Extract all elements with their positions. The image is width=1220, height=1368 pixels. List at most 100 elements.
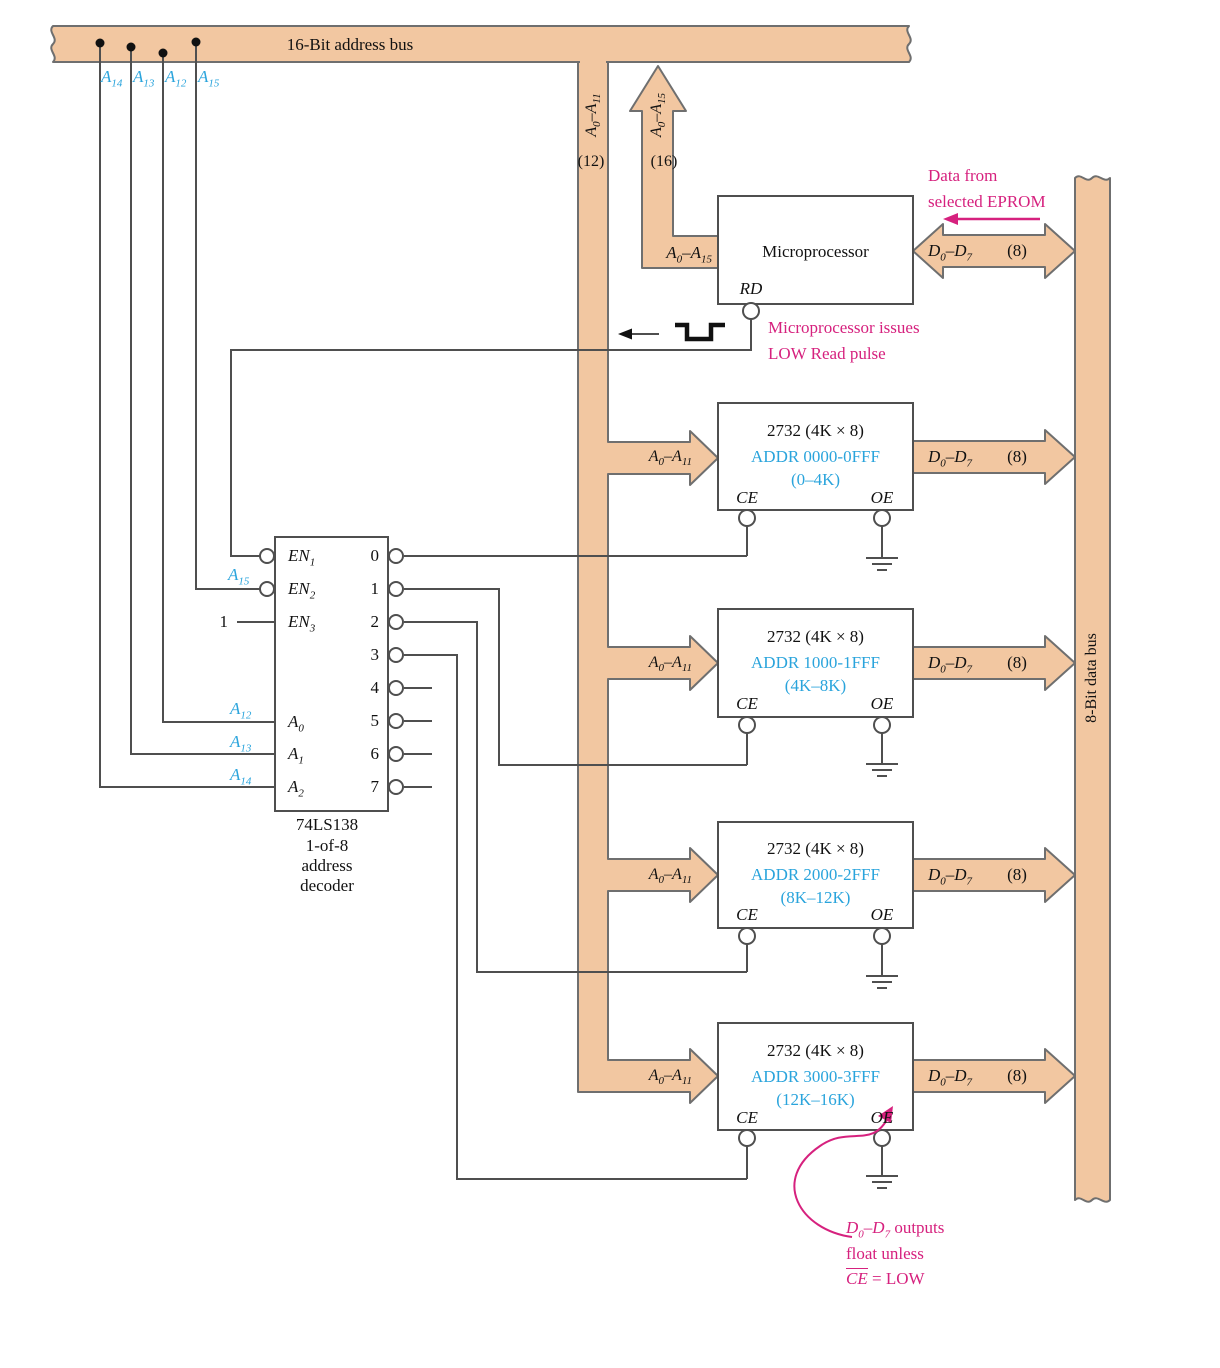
en2-bubble xyxy=(259,581,275,597)
data-bus-8bit xyxy=(1074,175,1111,1203)
eprom4-box xyxy=(717,1022,914,1131)
tap-dot-a14 xyxy=(95,38,105,48)
ce2-pin-bubble xyxy=(738,716,756,734)
out0-bubble xyxy=(388,548,404,564)
eprom4-addr: ADDR 3000-3FFF xyxy=(751,1067,880,1086)
eprom1-range: (0–4K) xyxy=(790,470,841,489)
out1-bubble xyxy=(388,581,404,597)
decoder-out1-label: 1 xyxy=(370,579,380,598)
ce4-pin-bubble xyxy=(738,1129,756,1147)
eprom1-oe-label: OE xyxy=(870,488,894,507)
read-pulse-note-line2: LOW Read pulse xyxy=(768,344,886,363)
ce3-pin-bubble xyxy=(738,927,756,945)
tap-label-a15: A15 xyxy=(198,67,220,90)
decoder-a0-label: A0 xyxy=(288,712,304,735)
eprom2-data-label: D0–D7 xyxy=(927,653,973,676)
wire-a15 xyxy=(195,42,260,590)
left-arrow-icon xyxy=(618,328,659,340)
eprom3-data-arrow xyxy=(912,847,1076,903)
eprom1-box xyxy=(717,402,914,511)
tap-dot-a15 xyxy=(191,37,201,47)
ce1-pin-bubble xyxy=(738,509,756,527)
decoder-en3-const: 1 xyxy=(219,612,229,631)
read-pulse-note-line1: Microprocessor issues xyxy=(768,318,920,337)
eprom3-data-label: D0–D7 xyxy=(927,865,973,888)
eprom1-title: 2732 (4K × 8) xyxy=(767,421,864,440)
eprom3-box xyxy=(717,821,914,929)
decoder-caption-line1: 74LS138 xyxy=(295,815,359,834)
eprom1-data-width: (8) xyxy=(1007,447,1027,466)
eprom4-data-label: D0–D7 xyxy=(927,1066,973,1089)
tap-dot-a13 xyxy=(126,42,136,52)
float-note-arrow-icon xyxy=(793,1106,893,1238)
branch4-addr-label: A0–A11 xyxy=(648,1067,692,1088)
rd-pin-bubble xyxy=(742,302,760,320)
decoder-out6-label: 6 xyxy=(370,744,380,763)
wire-out0-ce1 xyxy=(404,526,748,557)
tap-label-a14: A14 xyxy=(101,67,123,90)
data-from-note-line1: Data from xyxy=(928,166,998,185)
decoder-a1-label: A1 xyxy=(288,744,304,767)
decoder-caption-line4: decoder xyxy=(300,876,354,895)
out2-bubble xyxy=(388,614,404,630)
address-bus-label: 16-Bit address bus xyxy=(286,35,414,54)
out4-bubble xyxy=(388,680,404,696)
mp-data-label: D0–D7 xyxy=(927,241,973,264)
en1-bubble xyxy=(259,548,275,564)
wire-a13 xyxy=(130,47,275,755)
branch2-addr-label: A0–A11 xyxy=(648,654,692,675)
tap-label-a12: A12 xyxy=(165,67,187,90)
microprocessor-box xyxy=(717,195,914,305)
mp-title: Microprocessor xyxy=(762,242,869,261)
mp-rd-label: RD xyxy=(739,279,763,298)
decoder-a13-tap-label: A13 xyxy=(230,732,252,755)
eprom3-oe-label: OE xyxy=(870,905,894,924)
eprom2-ce-label: CE xyxy=(736,694,758,713)
ground-symbol-1 xyxy=(866,557,898,571)
eprom2-addr: ADDR 1000-1FFF xyxy=(751,653,880,672)
decoder-out3-label: 3 xyxy=(370,645,380,664)
decoder-caption-line2: 1-of-8 xyxy=(305,836,349,855)
address-bus-16bit xyxy=(50,25,912,63)
a0-a15-width-label: (16) xyxy=(650,153,678,170)
eprom1-addr: ADDR 0000-0FFF xyxy=(751,447,880,466)
decoder-box xyxy=(274,536,389,812)
float-note-line3: CE = LOW xyxy=(846,1268,925,1288)
wire-out1-ce2 xyxy=(404,588,748,766)
eprom2-range: (4K–8K) xyxy=(784,676,847,695)
eprom2-data-width: (8) xyxy=(1007,653,1027,672)
oe4-pin-bubble xyxy=(873,1129,891,1147)
data-bus-label: 8-Bit data bus xyxy=(1083,633,1100,723)
decoder-a14-tap-label: A14 xyxy=(230,765,252,788)
a0-a15-bus-label: A0–A15 xyxy=(648,92,669,138)
float-note-line2: float unless xyxy=(846,1244,924,1263)
eprom4-data-arrow xyxy=(912,1048,1076,1104)
wire-out2-ce3 xyxy=(404,621,748,973)
bus-junction xyxy=(580,58,606,64)
out7-bubble xyxy=(388,779,404,795)
wire-a12 xyxy=(162,53,275,723)
decoder-caption-line3: address xyxy=(301,856,353,875)
out5-bubble xyxy=(388,713,404,729)
eprom2-data-arrow xyxy=(912,635,1076,691)
wire-a14 xyxy=(99,43,275,788)
decoder-a2-label: A2 xyxy=(288,777,304,800)
tap-label-a13: A13 xyxy=(133,67,155,90)
wire-out3-ce4 xyxy=(404,654,748,1180)
eprom4-title: 2732 (4K × 8) xyxy=(767,1041,864,1060)
mp-data-width: (8) xyxy=(1007,241,1027,260)
decoder-out4-label: 4 xyxy=(370,678,380,697)
branch1-addr-label: A0–A11 xyxy=(648,448,692,469)
decoder-en3-label: EN3 xyxy=(288,612,316,635)
out6-bubble xyxy=(388,746,404,762)
mp-data-arrow xyxy=(912,223,1076,279)
oe3-pin-bubble xyxy=(873,927,891,945)
a0-a15-bus xyxy=(629,65,719,269)
decoder-out0-label: 0 xyxy=(370,546,380,565)
data-from-note-line2: selected EPROM xyxy=(928,192,1046,211)
out3-bubble xyxy=(388,647,404,663)
eprom3-ce-label: CE xyxy=(736,905,758,924)
eprom3-data-width: (8) xyxy=(1007,865,1027,884)
